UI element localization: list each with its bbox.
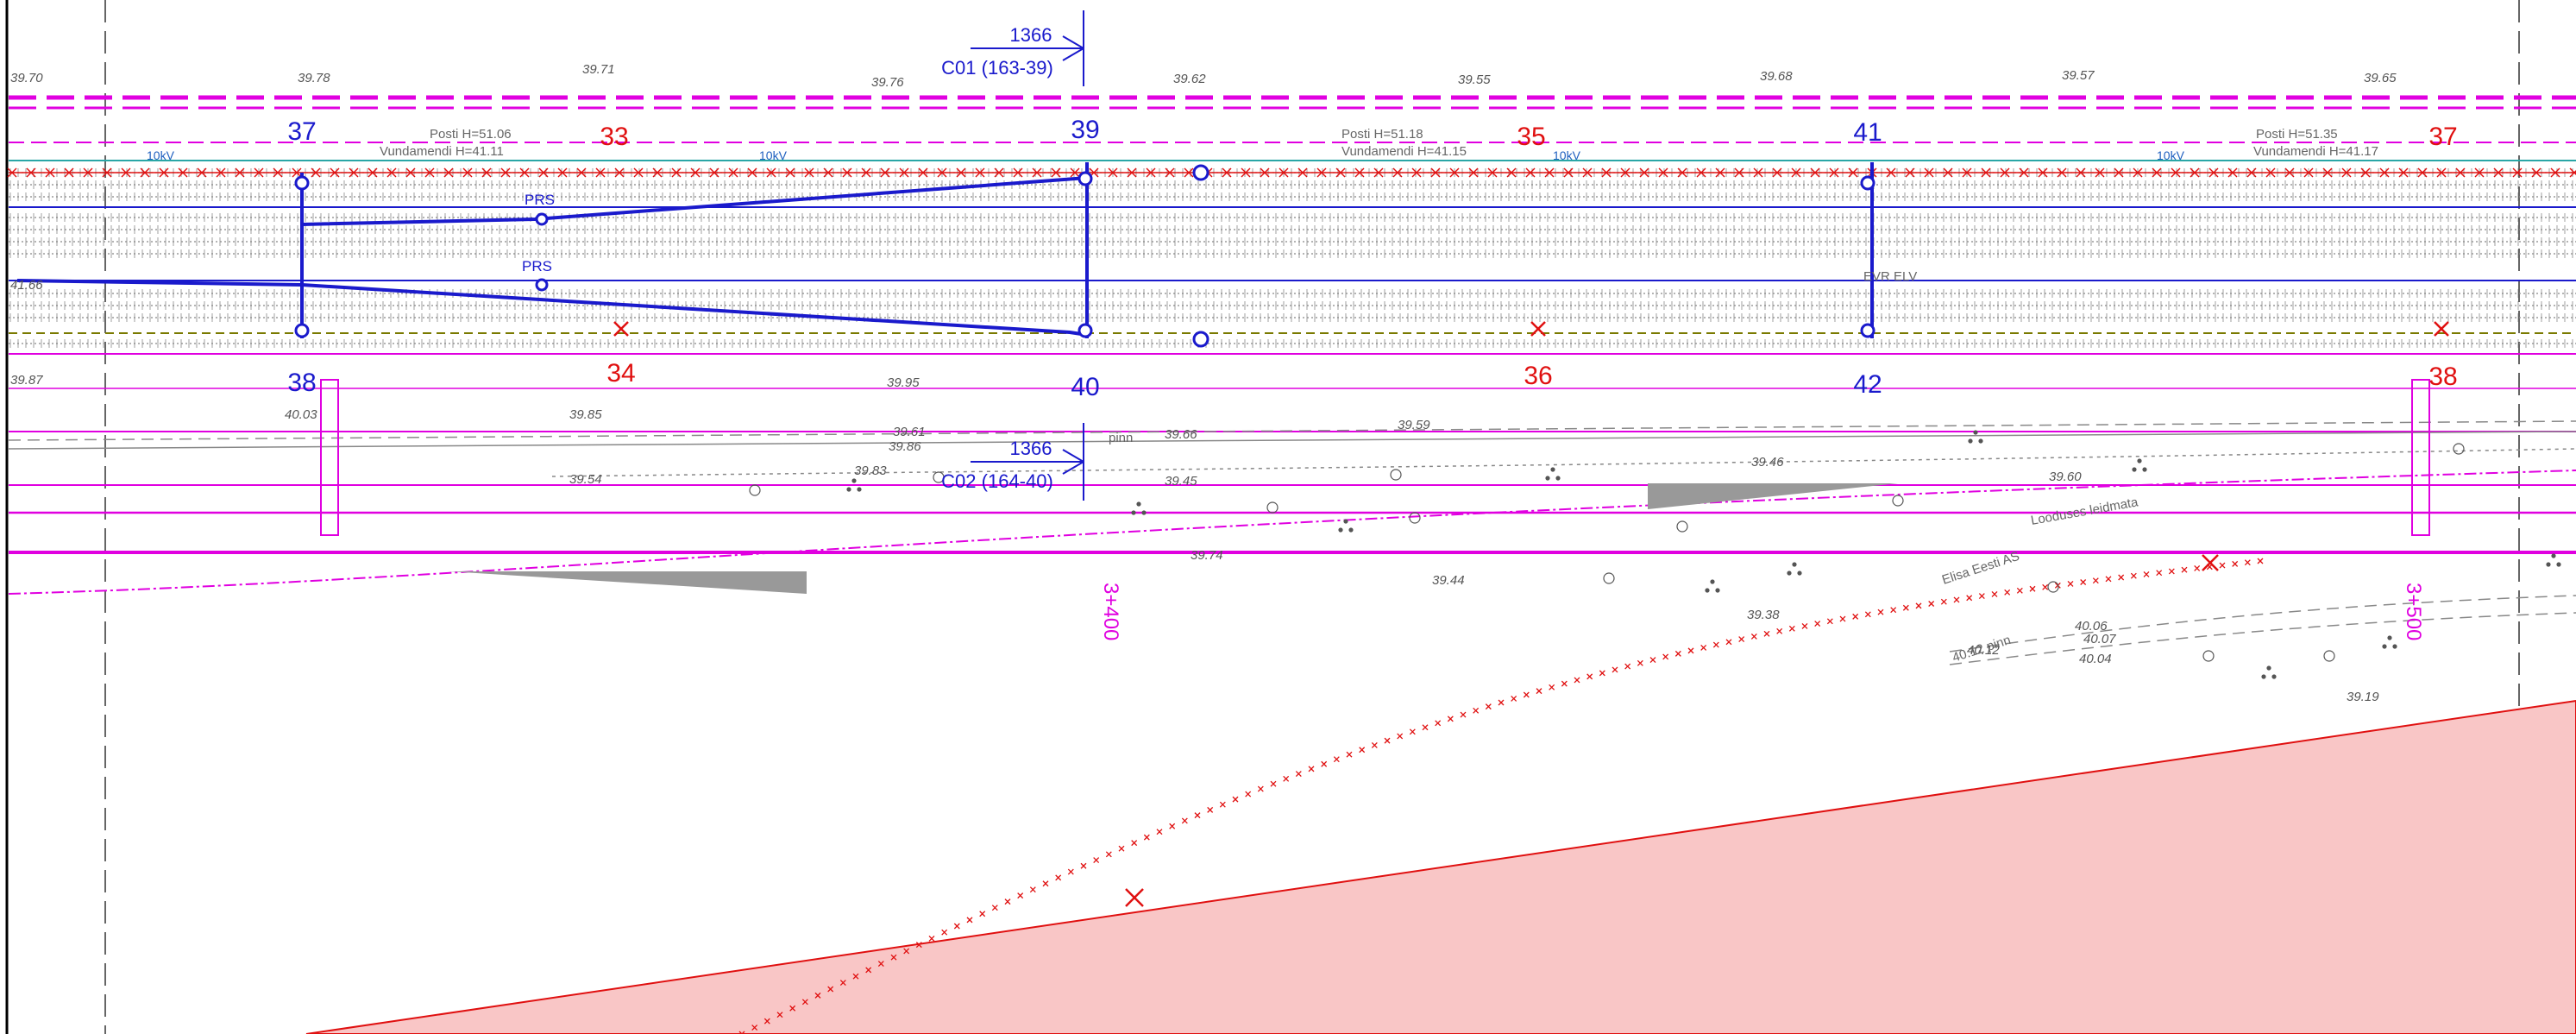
tree-symbols <box>749 430 2561 679</box>
pole-42: 42 <box>1853 370 1882 399</box>
pole-41: 41 <box>1853 118 1882 147</box>
c02-length: 1366 <box>1010 438 1052 459</box>
curb-lines <box>8 420 2576 665</box>
pole-40: 40 <box>1071 373 1099 401</box>
elevation-label: 39.65 <box>2364 71 2397 85</box>
elevation-label: 39.66 <box>1165 427 1197 442</box>
prs-label-2: PRS <box>522 258 552 274</box>
prs-label-1: PRS <box>525 192 555 208</box>
kv-label-2: 10kV <box>759 148 788 162</box>
chainage-3400: 3+400 <box>1099 583 1122 640</box>
c01-length: 1366 <box>1010 24 1052 46</box>
dimension-c02 <box>971 423 1084 501</box>
road-lines <box>8 353 2576 595</box>
posti-1: Posti H=51.06 <box>430 127 512 142</box>
elevation-label: 39.57 <box>2062 68 2095 83</box>
pole-33: 33 <box>600 123 628 151</box>
elevation-labels: 39.70 39.78 39.71 39.76 39.62 39.55 39.68 39.57… <box>10 62 2397 704</box>
pole-38-right: 38 <box>2428 363 2457 391</box>
pole-37-top: 37 <box>287 117 316 146</box>
kv-label-3: 10kV <box>1553 148 1581 162</box>
fence-line <box>738 558 2264 1034</box>
elevation-label: 39.71 <box>582 62 615 77</box>
pole-34: 34 <box>606 359 635 388</box>
elevation-label: 39.87 <box>10 373 43 388</box>
elevation-label: 40.04 <box>2079 652 2112 666</box>
pole-37-right: 37 <box>2428 123 2457 151</box>
chainage-3500: 3+500 <box>2402 583 2425 640</box>
hatch-area-1 <box>449 571 807 594</box>
elevation-label: 39.38 <box>1747 608 1780 622</box>
posti-2: Posti H=51.18 <box>1341 127 1423 142</box>
elevation-label: 39.55 <box>1458 73 1491 87</box>
elevation-label: 39.44 <box>1432 573 1465 588</box>
dimension-c01 <box>971 10 1084 86</box>
duct-nodes <box>294 164 1875 348</box>
elevation-label: 39.60 <box>2049 470 2082 484</box>
elevation-label: 40.12 <box>1967 643 2000 658</box>
misc-labels: PRS PRS 10kV 10kV 10kV 10kV Posti H=51.0… <box>147 127 2425 665</box>
elevation-label: 39.59 <box>1398 418 1430 432</box>
pinn-label: pinn <box>1109 431 1133 445</box>
elevation-label: 41.66 <box>10 278 43 293</box>
kv-label-1: 10kV <box>147 148 175 162</box>
vundamendi-1: Vundamendi H=41.11 <box>380 144 504 159</box>
posti-3: Posti H=51.35 <box>2256 127 2338 142</box>
water-main-lines <box>9 95 2576 143</box>
elevation-label: 39.62 <box>1173 72 1206 86</box>
elevation-label: 39.45 <box>1165 474 1197 489</box>
vundamendi-3: Vundamendi H=41.17 <box>2253 144 2378 159</box>
c02-code: C02 (164-40) <box>941 470 1053 492</box>
pole-38-left: 38 <box>287 369 316 397</box>
elevation-label: 39.46 <box>1751 455 1784 470</box>
elevation-label: 39.83 <box>854 463 887 478</box>
dimension-labels: 1366 C01 (163-39) 1366 C02 (164-40) <box>941 24 1053 492</box>
hatch-area-2 <box>1648 483 1898 509</box>
x-marks <box>613 321 2449 907</box>
pole-36: 36 <box>1524 362 1552 390</box>
evr-elv: EVR ELV <box>1863 269 1917 284</box>
elevation-label: 40.07 <box>2083 632 2116 646</box>
vundamendi-2: Vundamendi H=41.15 <box>1341 144 1467 159</box>
elevation-label: 40.03 <box>285 407 317 422</box>
kv-label-4: 10kV <box>2157 148 2185 162</box>
elevation-label: 39.86 <box>889 439 921 454</box>
pole-labels: 37 33 39 35 41 37 38 34 40 36 42 38 <box>287 116 2457 401</box>
pink-area <box>305 699 2576 1034</box>
elevation-label: 39.19 <box>2347 690 2379 704</box>
elevation-label: 40.06 <box>2075 619 2108 634</box>
elevation-label: 39.76 <box>871 75 904 90</box>
elevation-label: 39.95 <box>887 375 920 390</box>
elevation-label: 39.85 <box>569 407 602 422</box>
pole-35: 35 <box>1517 123 1545 151</box>
elevation-label: 39.74 <box>1191 548 1223 563</box>
pole-39: 39 <box>1071 116 1099 144</box>
culvert-boxes <box>320 379 2430 536</box>
c01-code: C01 (163-39) <box>941 57 1053 79</box>
cable-duct <box>16 162 1874 338</box>
elevation-label: 39.78 <box>298 71 330 85</box>
elevation-label: 39.68 <box>1760 69 1793 84</box>
elevation-label: 39.54 <box>569 472 602 487</box>
elevation-label: 39.61 <box>893 425 926 439</box>
elevation-label: 39.70 <box>10 71 43 85</box>
